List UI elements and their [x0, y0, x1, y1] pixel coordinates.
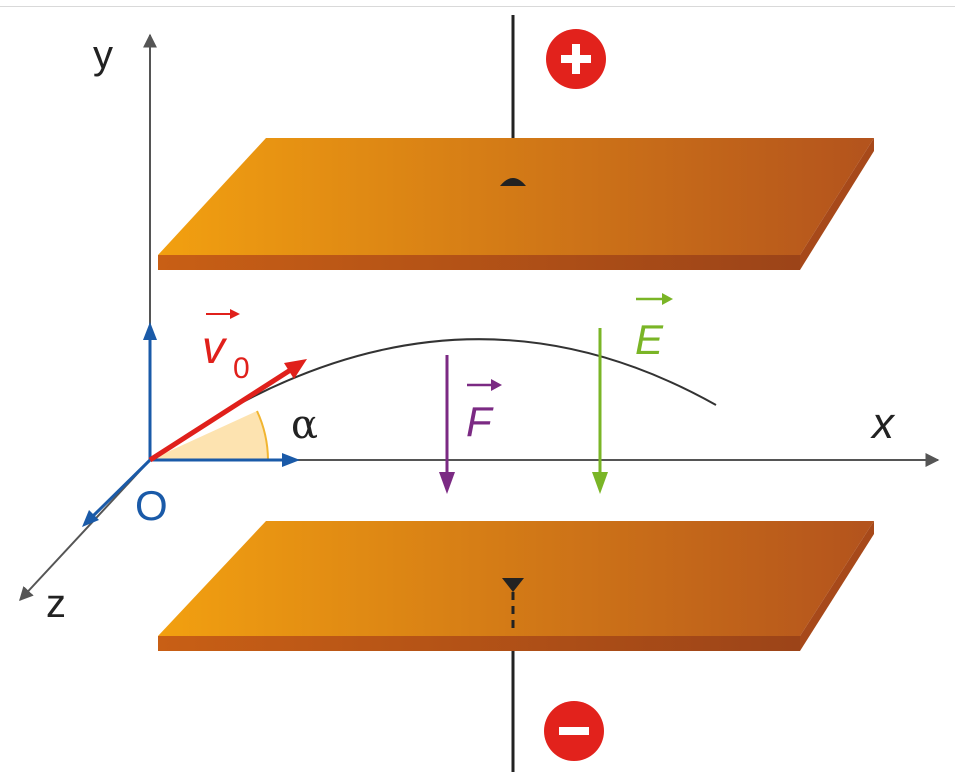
- velocity-vector: [148, 366, 294, 463]
- unit-vector-k: [91, 458, 152, 518]
- bottom-plate: [158, 521, 874, 651]
- positive-terminal: +: [546, 29, 606, 89]
- svg-text:v: v: [202, 321, 228, 373]
- field-arrowhead: [592, 472, 608, 494]
- origin-label: O: [135, 482, 168, 529]
- svg-text:F: F: [466, 398, 494, 445]
- svg-text:E: E: [635, 316, 664, 363]
- top-plate: [158, 138, 874, 270]
- field-label: E: [635, 293, 673, 363]
- top-divider: [0, 6, 955, 7]
- y-axis-label: y: [93, 33, 113, 77]
- z-axis-label: z: [46, 582, 66, 626]
- svg-text:0: 0: [233, 352, 250, 385]
- unit-vector-k-head: [82, 510, 99, 527]
- unit-vector-j-head: [143, 322, 157, 340]
- unit-vector-i-head: [282, 453, 300, 467]
- force-arrowhead: [439, 472, 455, 494]
- top-wire-contact: [500, 178, 526, 186]
- bottom-wire-contact: [502, 578, 524, 592]
- force-label: F: [466, 379, 502, 445]
- angle-arc: [256, 410, 269, 461]
- x-axis-label: x: [870, 399, 896, 448]
- velocity-arrowhead: [284, 359, 307, 379]
- angle-sector: [150, 411, 268, 460]
- velocity-label: v 0: [202, 309, 250, 385]
- angle-label: α: [291, 402, 318, 448]
- negative-terminal: −: [544, 701, 604, 761]
